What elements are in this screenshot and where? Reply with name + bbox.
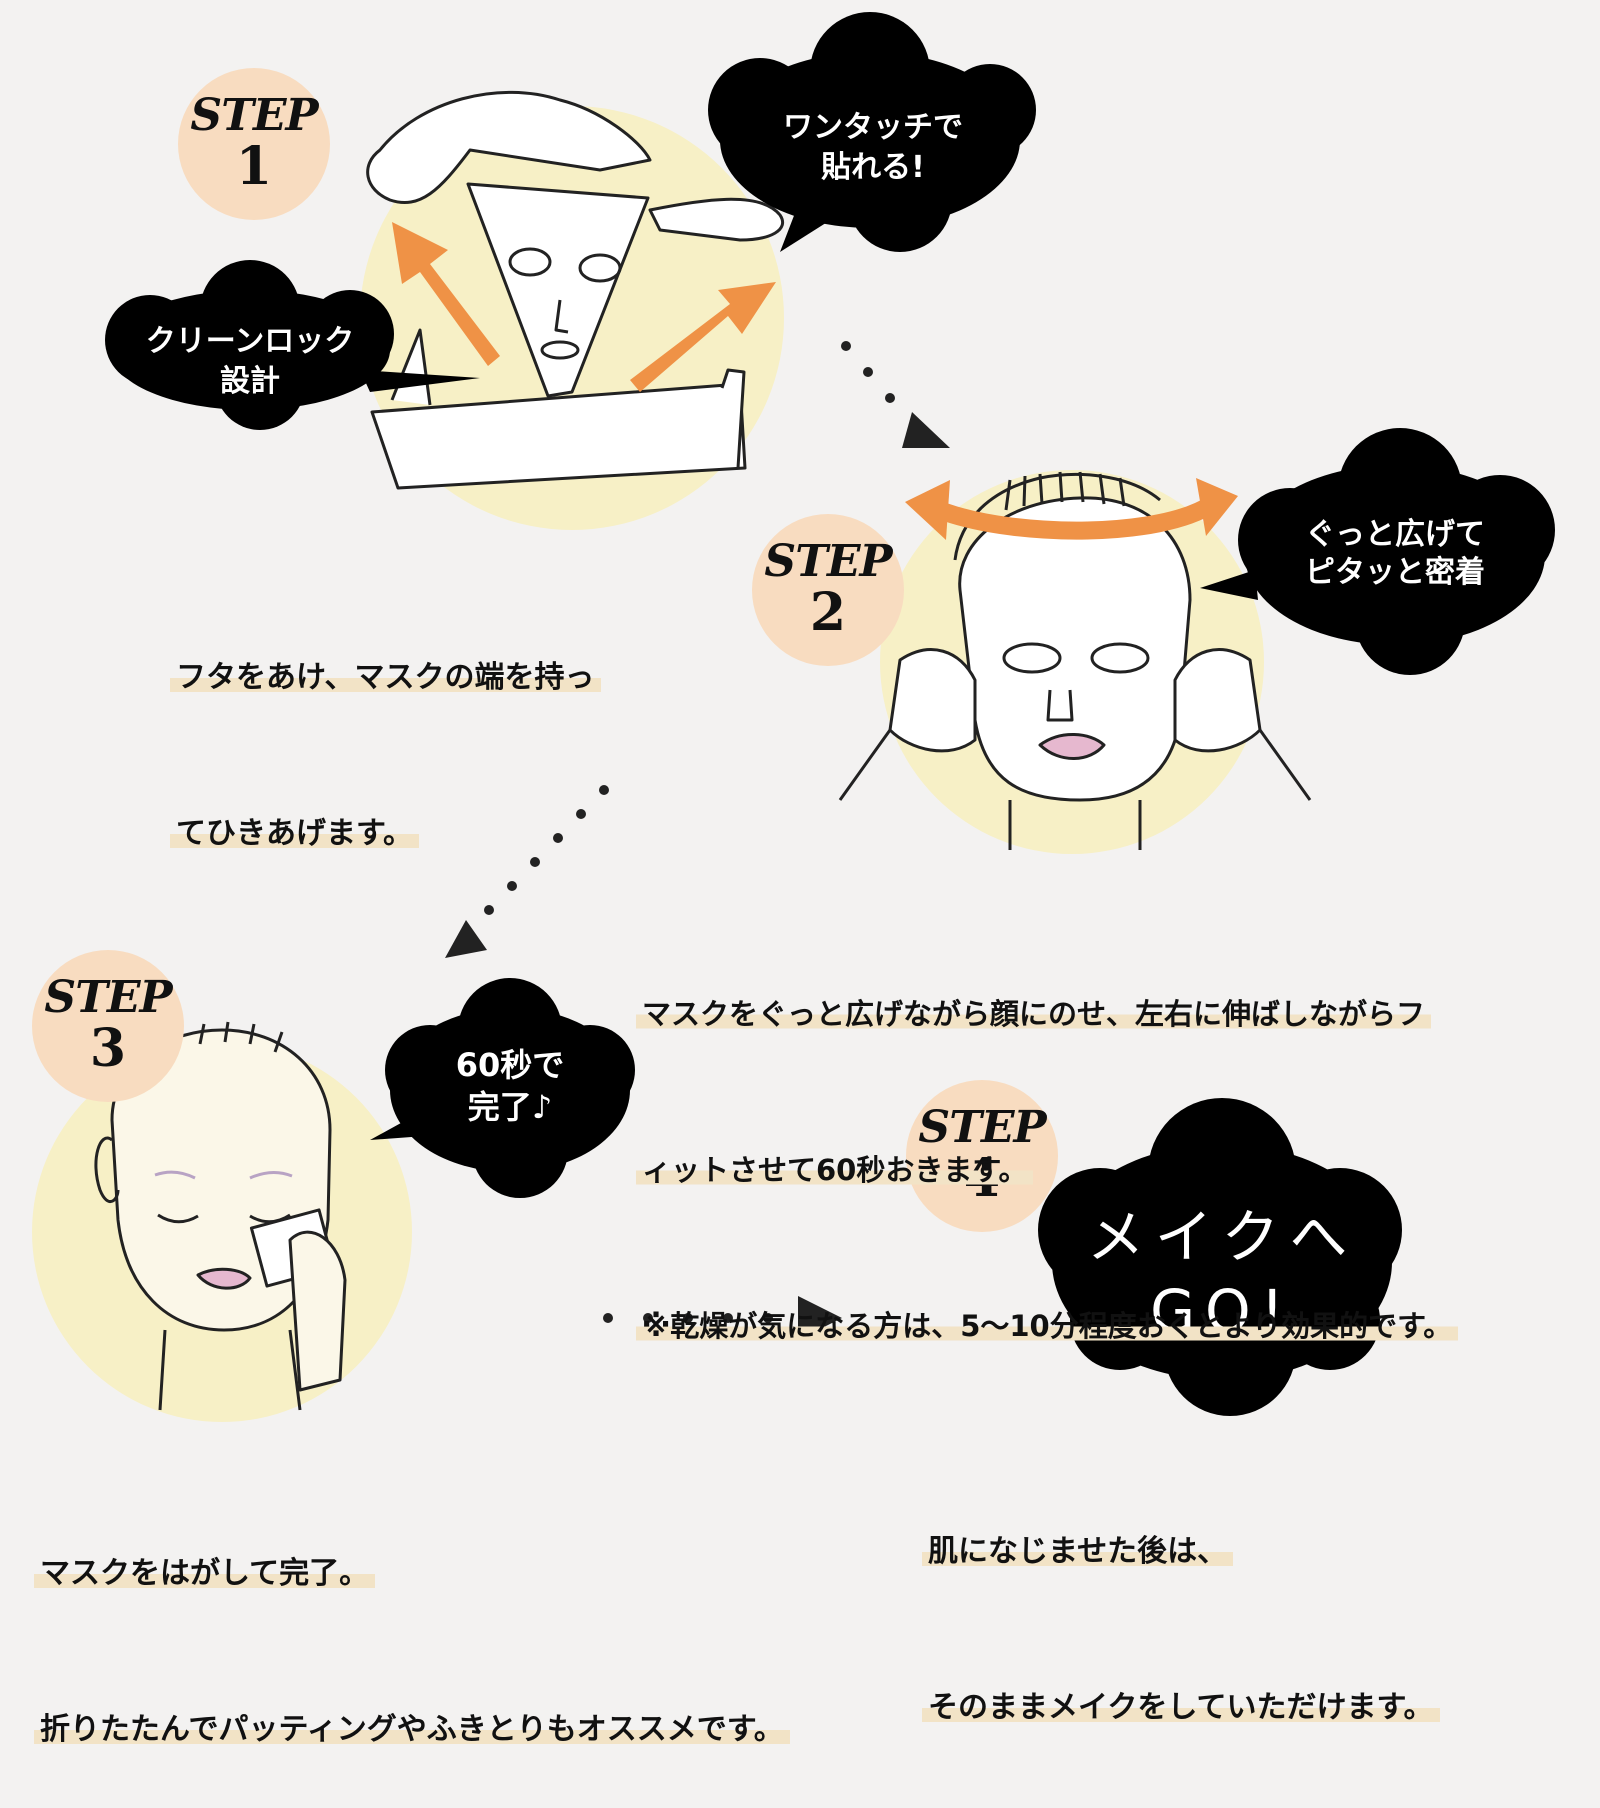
mask-pack-illustration [366, 90, 784, 490]
caption-step2: マスクをぐっと広げながら顔にのせ、左右に伸ばしながらフ ィットさせて60秒おきま… [636, 884, 1459, 1404]
caption-line: 折りたたんでパッティングやふきとりもオススメです。 [34, 1712, 790, 1747]
step-label: STEP [190, 90, 318, 141]
step-badge-2: STEP 2 [752, 514, 904, 666]
orange-arrows-step1 [392, 222, 776, 392]
bubble-done-60: 60秒で 完了♪ [455, 1046, 565, 1126]
caption-step1: フタをあけ、マスクの端を持っ てひきあげます。 [170, 548, 601, 912]
caption-step3: マスクをはがして完了。 折りたたんでパッティングやふきとりもオススメです。 [34, 1444, 790, 1808]
cloud-done-60 [370, 978, 635, 1198]
step-label: STEP [918, 1102, 1046, 1153]
orange-double-arrow [905, 478, 1238, 540]
caption-line: そのままメイクをしていただけます。 [922, 1690, 1440, 1725]
face-mask-illustration [838, 471, 1312, 850]
caption-line: ※乾燥が気になる方は、5〜10分程度おくとより効果的です。 [636, 1309, 1459, 1343]
step-badge-1: STEP 1 [178, 68, 330, 220]
bubble-stretch: ぐっと広げて ピタッと密着 [1305, 517, 1485, 590]
cloud-clean-lock [105, 260, 480, 430]
caption-step4: 肌になじませた後は、 そのままメイクをしていただけます。 [922, 1422, 1440, 1786]
step-badge-3: STEP 3 [32, 950, 184, 1102]
caption-line: てひきあげます。 [170, 816, 419, 851]
cloud-stretch [1200, 428, 1555, 675]
step-number: 3 [89, 1018, 127, 1079]
caption-line: ィットさせて60秒おきます。 [636, 1153, 1034, 1187]
caption-line: フタをあけ、マスクの端を持っ [170, 660, 601, 695]
step-label: STEP [764, 536, 892, 587]
face-pat-illustration [94, 1021, 347, 1411]
step-number: 1 [235, 136, 273, 197]
bubble-one-touch: ワンタッチで 貼れる! [783, 110, 963, 185]
step-number: 2 [809, 582, 847, 643]
step-label: STEP [44, 972, 172, 1023]
cloud-one-touch [708, 12, 1036, 252]
caption-line: 肌になじませた後は、 [922, 1534, 1234, 1569]
caption-line: マスクをぐっと広げながら顔にのせ、左右に伸ばしながらフ [636, 997, 1432, 1031]
caption-line: マスクをはがして完了。 [34, 1556, 376, 1591]
bubble-clean-lock: クリーンロック 設計 [145, 324, 355, 399]
